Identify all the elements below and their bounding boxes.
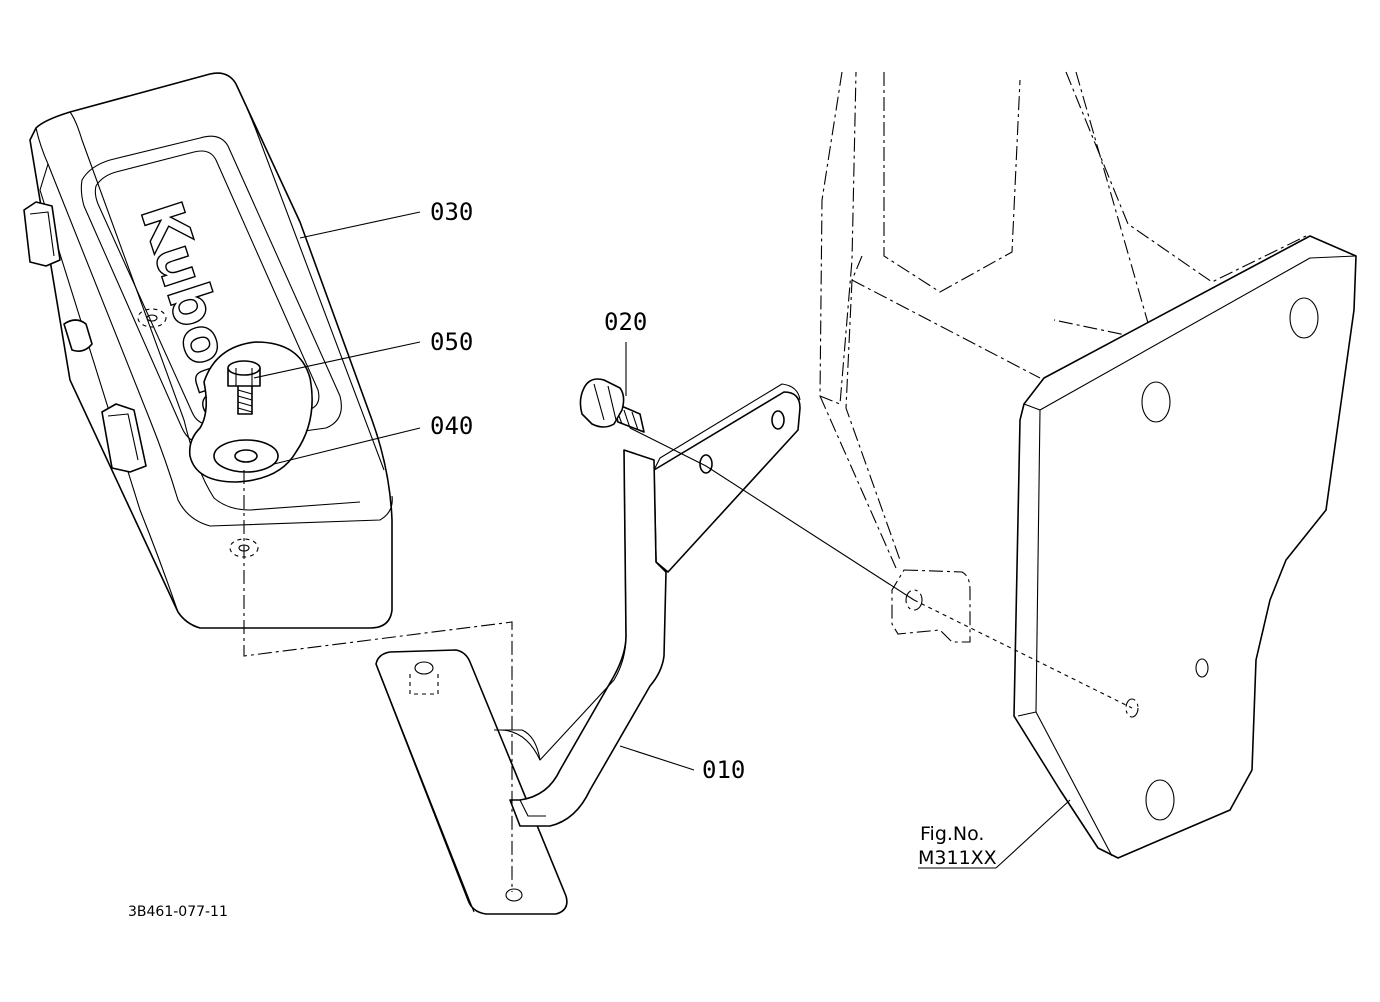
callout-030: 030 <box>430 198 473 226</box>
bolt-050 <box>227 360 261 415</box>
bolt-020 <box>579 378 645 433</box>
assembly-lines <box>243 427 1133 892</box>
callout-010: 010 <box>702 756 745 784</box>
frame-structure <box>819 71 1357 859</box>
callout-050: 050 <box>430 328 473 356</box>
washer <box>213 439 279 473</box>
toolbox: Kubota <box>23 72 393 629</box>
bracket <box>494 383 801 827</box>
flat-bar <box>375 649 568 915</box>
figure-reference-label: Fig.No. <box>920 823 984 845</box>
figure-reference-value: M311XX <box>918 847 997 869</box>
drawing-number: 3B461-077-11 <box>128 904 228 920</box>
leader-lines <box>253 211 1071 869</box>
callout-020: 020 <box>604 308 647 336</box>
callout-040: 040 <box>430 412 473 440</box>
